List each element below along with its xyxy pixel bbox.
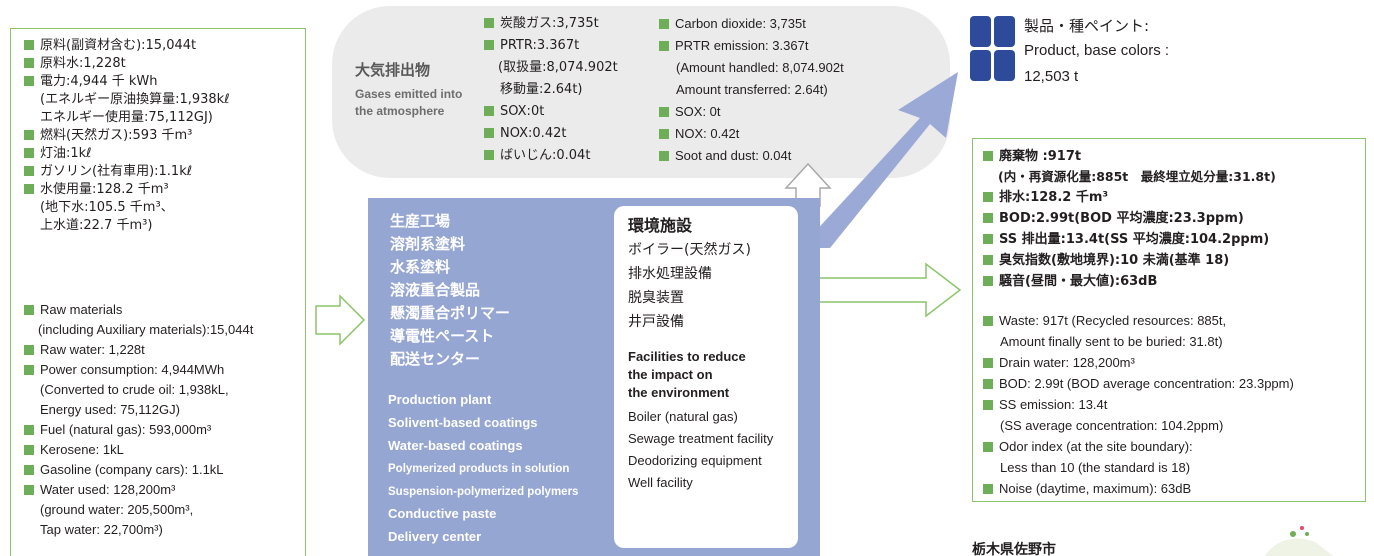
output-en-3: BOD: 2.99t (BOD average concentration: 2… xyxy=(983,375,1294,392)
atm-jp-2: (取扱量:8,074.902t xyxy=(498,60,618,75)
plant-en-2: Water-based coatings xyxy=(388,438,523,453)
facilities-title-jp: 環境施設 xyxy=(628,216,693,235)
facility-jp-3: 井戸設備 xyxy=(628,314,684,330)
output-jp-5: 臭気指数(敷地境界):10 未満(基準 18) xyxy=(983,252,1229,269)
output-en-6: Odor index (at the site boundary): xyxy=(983,438,1193,455)
output-jp-4: SS 排出量:13.4t(SS 平均濃度:104.2ppm) xyxy=(983,231,1269,248)
facility-jp-2: 脱臭装置 xyxy=(628,290,684,306)
atmosphere-title-en-2: the atmosphere xyxy=(355,104,445,118)
facility-jp-1: 排水処理設備 xyxy=(628,266,712,282)
atm-en-5: NOX: 0.42t xyxy=(659,125,739,142)
plant-jp-5: 導電性ペースト xyxy=(390,327,495,345)
input-jp-2: 電力:4,944 千 kWh xyxy=(24,73,157,90)
facility-en-3: Well facility xyxy=(628,475,693,490)
atm-jp-3: 移動量:2.64t) xyxy=(500,82,583,97)
atm-jp-4: SOX:0t xyxy=(484,103,544,120)
map-thumbnail xyxy=(1265,526,1333,556)
plant-en-1: Solivent-based coatings xyxy=(388,415,538,430)
plant-en-0: Production plant xyxy=(388,392,492,407)
input-en-5: Energy used: 75,112GJ) xyxy=(40,402,180,417)
input-en-1: (including Auxiliary materials):15,044t xyxy=(38,322,254,337)
output-en-8: Noise (daytime, maximum): 63dB xyxy=(983,480,1191,497)
atm-en-4: SOX: 0t xyxy=(659,103,721,120)
atmosphere-cloud xyxy=(332,6,950,178)
products-en: Product, base colors : xyxy=(1024,42,1170,59)
output-jp-2: 排水:128.2 千m³ xyxy=(983,189,1108,206)
input-en-4: (Converted to crude oil: 1,938kL, xyxy=(40,382,229,397)
atm-en-1: PRTR emission: 3.367t xyxy=(659,37,808,54)
facilities-title-en-1: the impact on xyxy=(628,367,713,382)
output-en-1: Amount finally sent to be buried: 31.8t) xyxy=(1000,334,1223,349)
plant-en-6: Delivery center xyxy=(388,529,482,544)
product-arrow-icon xyxy=(800,72,958,248)
output-en-2: Drain water: 128,200m³ xyxy=(983,354,1135,371)
input-en-2: Raw water: 1,228t xyxy=(24,341,145,358)
up-arrow-icon xyxy=(784,162,832,207)
atmosphere-title-jp: 大気排出物 xyxy=(355,61,431,79)
input-en-10: (ground water: 205,500m³, xyxy=(40,502,194,517)
facility-en-1: Sewage treatment facility xyxy=(628,431,774,446)
atm-en-2: (Amount handled: 8,074.902t xyxy=(676,60,844,75)
facilities-title-en-0: Facilities to reduce xyxy=(628,349,746,364)
plant-jp-4: 懸濁重合ポリマー xyxy=(390,304,511,322)
input-en-0: Raw materials xyxy=(24,301,122,318)
plant-en-5: Conductive paste xyxy=(388,506,497,521)
input-en-6: Fuel (natural gas): 593,000m³ xyxy=(24,421,211,438)
products-jp: 製品・種ペイント: xyxy=(1024,17,1150,35)
input-en-7: Kerosene: 1kL xyxy=(24,441,124,458)
atm-jp-6: ばいじん:0.04t xyxy=(484,147,590,164)
output-jp-0: 廃棄物 :917t xyxy=(983,148,1081,165)
plant-jp-2: 水系塗料 xyxy=(390,258,451,276)
output-en-4: SS emission: 13.4t xyxy=(983,396,1107,413)
atm-jp-5: NOX:0.42t xyxy=(484,125,566,142)
output-en-5: (SS average concentration: 104.2ppm) xyxy=(1000,418,1224,433)
input-en-11: Tap water: 22,700m³) xyxy=(40,522,163,537)
atm-en-0: Carbon dioxide: 3,735t xyxy=(659,15,806,32)
plant-jp-6: 配送センター xyxy=(390,350,481,368)
input-jp-4: エネルギー使用量:75,112GJ) xyxy=(40,110,213,125)
input-jp-8: 水使用量:128.2 千m³ xyxy=(24,181,169,198)
input-jp-9: (地下水:105.5 千m³、 xyxy=(40,200,174,215)
plant-en-3: Polymerized products in solution xyxy=(388,463,570,475)
atm-jp-1: PRTR:3.367t xyxy=(484,37,579,54)
output-en-7: Less than 10 (the standard is 18) xyxy=(1000,460,1191,475)
products-value: 12,503 t xyxy=(1024,68,1079,85)
output-jp-1: (内・再資源化量:885t 最終埋立処分量:31.8t) xyxy=(998,169,1276,184)
facilities-box xyxy=(614,206,798,548)
plant-jp-0: 生産工場 xyxy=(390,212,451,230)
location-label: 栃木県佐野市 xyxy=(972,542,1056,556)
output-arrow-icon xyxy=(817,262,962,318)
plant-jp-3: 溶液重合製品 xyxy=(390,281,481,299)
product-icon xyxy=(970,16,1016,82)
output-jp-3: BOD:2.99t(BOD 平均濃度:23.3ppm) xyxy=(983,210,1244,227)
input-arrow-icon xyxy=(315,294,366,346)
output-jp-6: 騒音(昼間・最大値):63dB xyxy=(983,273,1157,290)
facility-en-0: Boiler (natural gas) xyxy=(628,409,738,424)
input-jp-6: 灯油:1kℓ xyxy=(24,145,92,162)
input-jp-0: 原料(副資材含む):15,044t xyxy=(24,37,196,54)
atm-en-6: Soot and dust: 0.04t xyxy=(659,147,791,164)
output-en-0: Waste: 917t (Recycled resources: 885t, xyxy=(983,312,1226,329)
input-jp-10: 上水道:22.7 千m³) xyxy=(40,218,153,233)
input-jp-5: 燃料(天然ガス):593 千m³ xyxy=(24,127,192,144)
atm-jp-0: 炭酸ガス:3,735t xyxy=(484,15,599,32)
input-en-9: Water used: 128,200m³ xyxy=(24,481,175,498)
input-jp-1: 原料水:1,228t xyxy=(24,55,126,72)
plant-jp-1: 溶剤系塗料 xyxy=(390,235,466,253)
input-jp-7: ガソリン(社有車用):1.1kℓ xyxy=(24,163,192,180)
facilities-title-en-2: the environment xyxy=(628,385,730,400)
atm-en-3: Amount transferred: 2.64t) xyxy=(676,82,828,97)
plant-en-4: Suspension-polymerized polymers xyxy=(388,486,579,498)
atmosphere-title-en-1: Gases emitted into xyxy=(355,87,463,101)
input-en-3: Power consumption: 4,944MWh xyxy=(24,361,224,378)
input-en-8: Gasoline (company cars): 1.1kL xyxy=(24,461,224,478)
facility-jp-0: ボイラー(天然ガス) xyxy=(628,242,751,258)
facility-en-2: Deodorizing equipment xyxy=(628,453,762,468)
input-jp-3: (エネルギー原油換算量:1,938kℓ xyxy=(40,92,230,107)
